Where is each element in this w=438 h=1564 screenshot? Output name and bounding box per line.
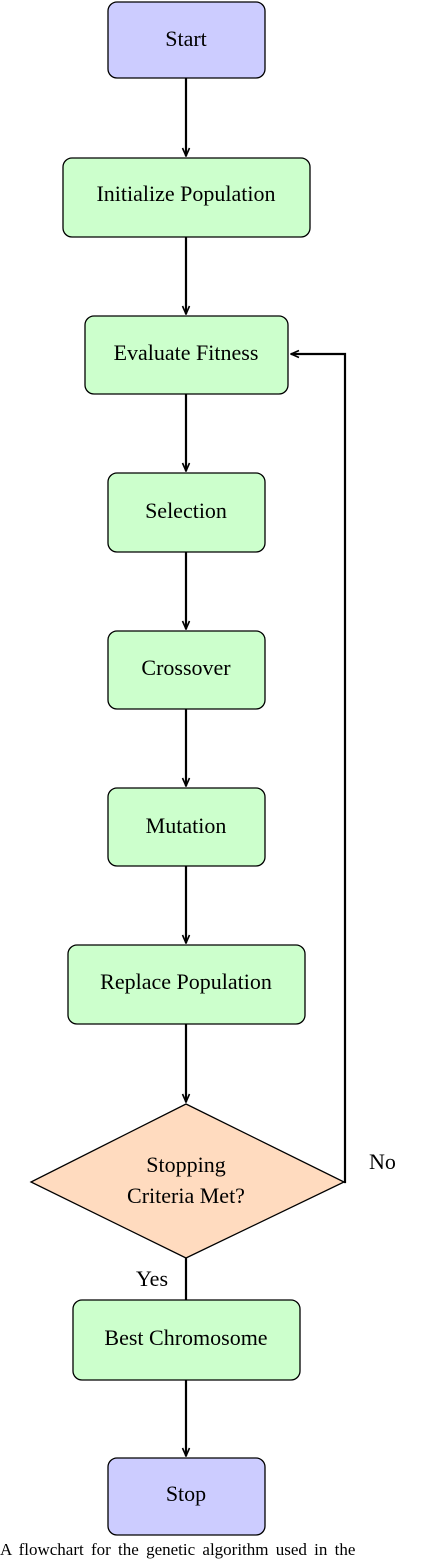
node-crossover: Crossover: [107, 630, 266, 710]
stop-box: [107, 1457, 266, 1536]
decision-label-line2: Criteria Met?: [127, 1183, 245, 1208]
replace-population-label: Replace Population: [100, 969, 272, 994]
evaluate-fitness-box: [84, 315, 289, 395]
node-evaluate-fitness: Evaluate Fitness: [84, 315, 289, 395]
node-replace-population: Replace Population: [67, 944, 306, 1025]
replace-population-box: [67, 944, 306, 1025]
node-start: Start: [107, 1, 266, 79]
edges: [186, 78, 347, 1456]
decision-label-line1: Stopping: [146, 1152, 225, 1177]
node-best-chromosome: Best Chromosome: [72, 1299, 301, 1381]
best-chromosome-label: Best Chromosome: [104, 1325, 267, 1350]
mutation-box: [107, 787, 266, 867]
edge-label-yes: Yes: [136, 1266, 168, 1291]
decision-diamond: [29, 1103, 346, 1259]
evaluate-fitness-label: Evaluate Fitness: [114, 340, 259, 365]
mutation-label: Mutation: [146, 813, 227, 838]
initialize-population-label: Initialize Population: [96, 181, 275, 206]
edge-label-no: No: [369, 1149, 396, 1174]
edge-decision-no-loop: [291, 354, 347, 1184]
node-stop: Stop: [107, 1457, 266, 1536]
selection-label: Selection: [145, 498, 227, 523]
figure-caption: A flowchart for the genetic algorithm us…: [0, 1540, 356, 1559]
node-stopping-criteria-decision: Stopping Criteria Met?: [29, 1103, 346, 1259]
node-mutation: Mutation: [107, 787, 266, 867]
start-label: Start: [165, 26, 207, 51]
crossover-box: [107, 630, 266, 710]
selection-box: [107, 472, 266, 553]
node-selection: Selection: [107, 472, 266, 553]
best-chromosome-box: [72, 1299, 301, 1381]
node-initialize-population: Initialize Population: [62, 157, 311, 238]
crossover-label: Crossover: [141, 655, 231, 680]
start-box: [107, 1, 266, 79]
stop-label: Stop: [166, 1481, 206, 1506]
initialize-population-box: [62, 157, 311, 238]
